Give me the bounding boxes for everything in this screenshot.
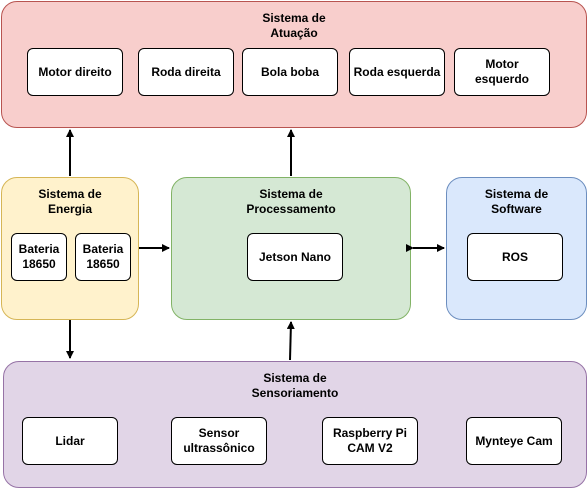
group-title: Sistema de Energia	[38, 187, 102, 216]
group-title: Sistema de Atuação	[262, 11, 326, 40]
node-bateria-2[interactable]: Bateria 18650	[75, 233, 131, 281]
node-motor-esquerdo[interactable]: Motor esquerdo	[454, 48, 550, 96]
arrow-sensoriamento-to-processamento	[286, 321, 295, 361]
node-lidar[interactable]: Lidar	[22, 417, 118, 465]
node-jetson-nano[interactable]: Jetson Nano	[247, 233, 343, 281]
group-title: Sistema de Software	[484, 187, 549, 216]
node-roda-direita[interactable]: Roda direita	[138, 48, 234, 96]
node-bateria-1[interactable]: Bateria 18650	[11, 233, 67, 281]
group-title: Sistema de Sensoriamento	[251, 371, 339, 400]
node-motor-direito[interactable]: Motor direito	[27, 48, 123, 96]
node-sensor-ultrassonico[interactable]: Sensor ultrassônico	[171, 417, 267, 465]
node-bola-boba[interactable]: Bola boba	[242, 48, 338, 96]
node-mynteye-cam[interactable]: Mynteye Cam	[466, 417, 562, 465]
node-ros[interactable]: ROS	[467, 233, 563, 281]
group-title: Sistema de Processamento	[246, 187, 336, 216]
node-raspberry-pi-cam[interactable]: Raspberry Pi CAM V2	[322, 417, 418, 465]
node-roda-esquerda[interactable]: Roda esquerda	[349, 48, 445, 96]
